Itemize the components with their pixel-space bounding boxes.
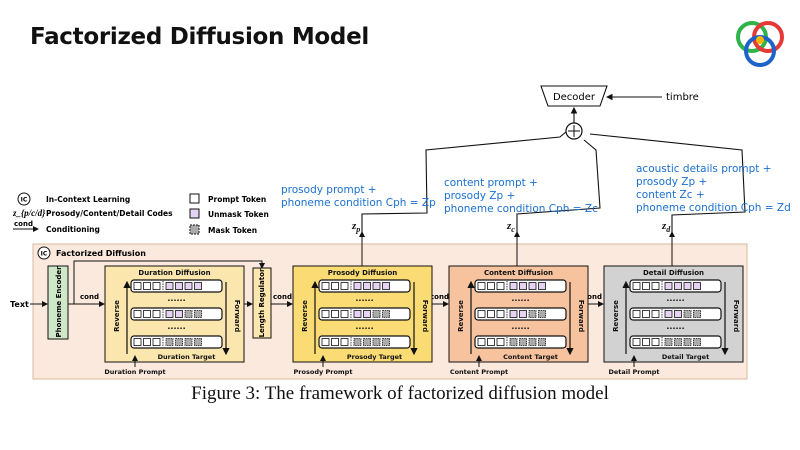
block-target-label: Prosody Target [347,353,402,361]
dots: ...... [666,294,684,303]
block-target-label: Detail Target [662,353,709,361]
dots: ...... [511,322,529,331]
legend-prompt-token: Prompt Token [208,195,266,204]
text-input-label: Text [10,300,29,309]
forward-label: Forward [421,300,429,332]
prosody-annotation-line-2: phoneme condition Cph = Zp [281,197,436,209]
token-row [318,335,411,349]
block-prompt-label: Prosody Prompt [294,368,353,376]
reverse-label: Reverse [457,300,465,332]
logo [736,21,784,67]
legend: IC In-Context Learning z_{p/c/d} Prosody… [12,192,269,235]
legend-icl-label: In-Context Learning [46,195,130,204]
forward-label: Forward [577,300,585,332]
token-row [474,307,567,321]
prosody-annotation-line-1: prosody prompt + [281,184,377,196]
token-row [629,335,722,349]
cond-label-duration: cond [80,293,99,301]
block-title: Duration Diffusion [138,269,210,277]
cond-label-prosody: cond [273,293,292,301]
token-row [318,279,411,293]
forward-label: Forward [732,300,740,332]
token-row [629,279,722,293]
unmask-token-swatch [189,208,200,219]
block-prompt-label: Detail Prompt [609,368,660,376]
block-title: Detail Diffusion [643,269,704,277]
token-row [318,307,411,321]
mask-token-swatch [189,224,200,235]
phoneme-encoder-label: Phoneme Encoder [55,266,63,338]
content-annotation-line-3: phoneme condition Cph = Zc [444,203,598,215]
token-row [130,279,223,293]
content-annotation-line-2: prosody Zp + [444,190,516,202]
detail-annotation-line-2: prosody Zp + [636,176,708,188]
block-prompt-label: Duration Prompt [104,368,165,376]
token-row [474,279,567,293]
dots: ...... [355,294,373,303]
icl-legend-icon: IC [21,197,28,204]
prompt-token-swatch [189,193,200,204]
length-regulator [252,267,272,339]
zc-label: zc [507,220,515,235]
block-title: Content Diffusion [484,269,553,277]
detail-annotation-line-4: phoneme condition Cph = Zd [636,202,791,214]
reverse-label: Reverse [113,300,121,332]
figure-caption: Figure 3: The framework of factorized di… [191,383,609,404]
block-prompt-label: Content Prompt [450,368,508,376]
forward-label: Forward [233,300,241,332]
content-annotation: content prompt + prosody Zp + phoneme co… [444,177,598,216]
detail-annotation-line-1: acoustic details prompt + [636,163,772,175]
decoder-label: Decoder [553,92,596,103]
zp-to-decoder-line [361,130,568,232]
zp-label: zp [352,220,361,235]
phoneme-encoder [47,265,69,340]
legend-codes-label: Prosody/Content/Detail Codes [46,209,173,218]
legend-unmask-token: Unmask Token [208,210,269,219]
slide-title: Factorized Diffusion Model [30,24,369,50]
token-row [629,307,722,321]
token-row [130,335,223,349]
length-regulator-label: Length Regulator [258,268,266,337]
cond-label-content: cond [430,293,449,301]
legend-codes-symbol: z_{p/c/d} [12,208,46,218]
detail-annotation-line-3: content Zc + [636,189,705,201]
block-target-label: Duration Target [158,353,216,361]
zd-to-decoder-line [589,133,746,232]
dots: ...... [666,322,684,331]
cond-label-detail: cond [583,293,602,301]
reverse-label: Reverse [301,300,309,332]
legend-cond-label: Conditioning [46,225,100,234]
decoder [540,85,608,107]
token-row [474,335,567,349]
legend-cond-symbol: cond [14,220,33,228]
dots: ...... [511,294,529,303]
reverse-label: Reverse [612,300,620,332]
detail-annotation: acoustic details prompt + prosody Zp + c… [636,163,791,215]
timbre-label: timbre [666,92,699,103]
block-title: Prosody Diffusion [328,269,398,277]
content-annotation-line-1: content prompt + [444,177,538,189]
legend-mask-token: Mask Token [208,226,257,235]
factorized-diffusion-label: Factorized Diffusion [56,249,146,258]
dots: ...... [167,322,185,331]
zd-label: zd [662,220,671,235]
zc-to-decoder-line [516,139,601,232]
dots: ...... [355,322,373,331]
dots: ...... [167,294,185,303]
block-target-label: Content Target [503,353,558,361]
icl-badge: IC [41,251,48,258]
prosody-annotation: prosody prompt + phoneme condition Cph =… [281,184,436,210]
token-row [130,307,223,321]
